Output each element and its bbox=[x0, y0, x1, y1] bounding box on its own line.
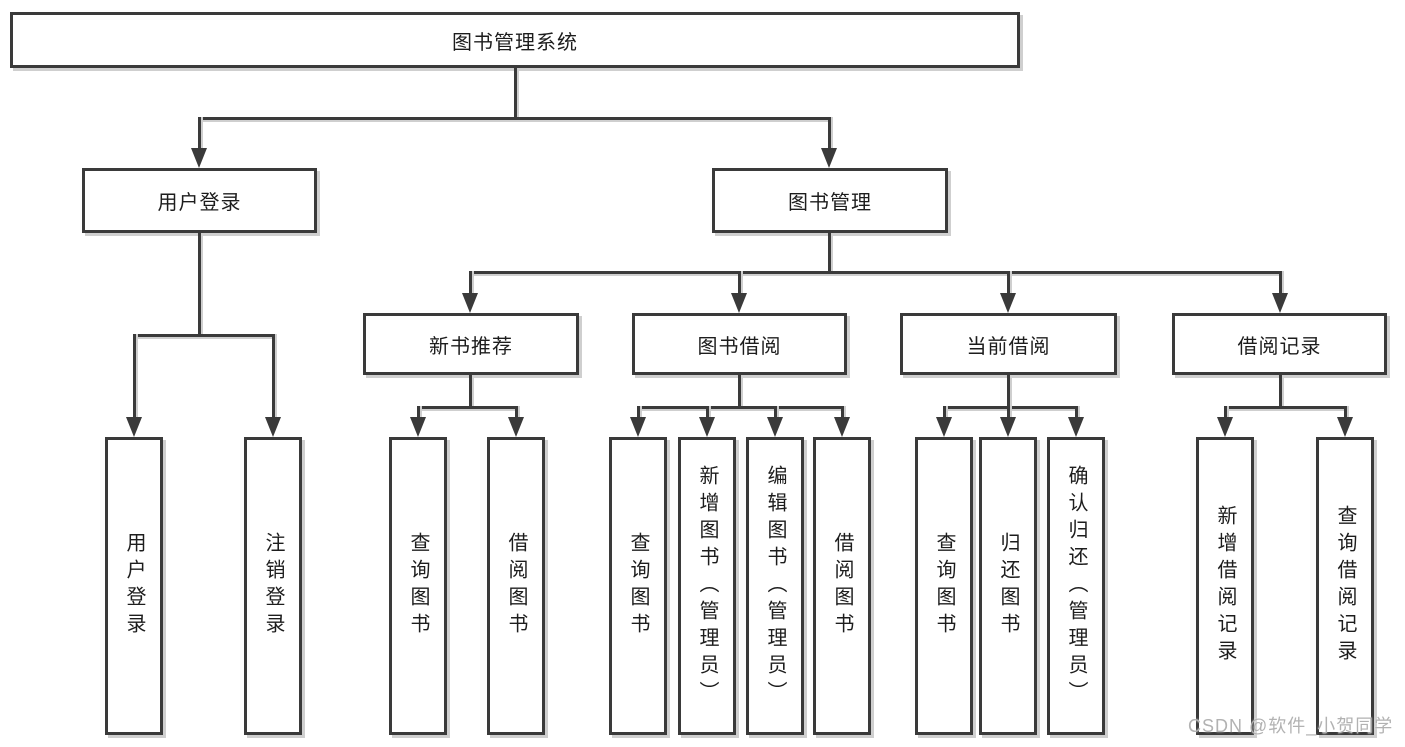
leaf-edit-book-admin: 编辑图书（管理员） bbox=[746, 437, 804, 735]
leaf-query-borrow-record: 查询借阅记录 bbox=[1316, 437, 1374, 735]
node-borrow-records: 借阅记录 bbox=[1172, 313, 1387, 375]
connector-line bbox=[1007, 375, 1010, 408]
connector-line bbox=[198, 117, 201, 151]
arrowhead-down bbox=[1000, 417, 1016, 437]
connector-line bbox=[1279, 375, 1282, 408]
node-book-borrow: 图书借阅 bbox=[632, 313, 847, 375]
leaf-borrow-book-recommend: 借阅图书 bbox=[487, 437, 545, 735]
arrowhead-down bbox=[699, 417, 715, 437]
leaf-add-borrow-record: 新增借阅记录 bbox=[1196, 437, 1254, 735]
connector-line bbox=[841, 406, 844, 420]
arrowhead-down bbox=[410, 417, 426, 437]
connector-line bbox=[1224, 406, 1227, 420]
connector-line bbox=[198, 117, 832, 120]
connector-line bbox=[272, 334, 275, 419]
connector-line bbox=[469, 375, 472, 408]
arrowhead-down bbox=[265, 417, 281, 437]
connector-line bbox=[774, 406, 777, 420]
arrowhead-down bbox=[508, 417, 524, 437]
connector-line bbox=[943, 406, 946, 420]
arrowhead-down bbox=[126, 417, 142, 437]
arrowhead-down bbox=[1000, 293, 1016, 313]
connector-line bbox=[469, 271, 472, 295]
connector-line bbox=[637, 406, 640, 420]
arrowhead-down bbox=[834, 417, 850, 437]
node-root-system: 图书管理系统 bbox=[10, 12, 1020, 68]
node-user-login: 用户登录 bbox=[82, 168, 317, 233]
connector-line bbox=[1075, 406, 1078, 420]
connector-line bbox=[469, 271, 1282, 274]
arrowhead-down bbox=[462, 293, 478, 313]
arrowhead-down bbox=[731, 293, 747, 313]
leaf-query-book-current: 查询图书 bbox=[915, 437, 973, 735]
arrowhead-down bbox=[821, 148, 837, 168]
arrowhead-down bbox=[630, 417, 646, 437]
connector-line bbox=[417, 406, 420, 420]
connector-line bbox=[828, 233, 831, 273]
leaf-borrow-book: 借阅图书 bbox=[813, 437, 871, 735]
arrowhead-down bbox=[1217, 417, 1233, 437]
connector-line bbox=[133, 334, 275, 337]
arrowhead-down bbox=[191, 148, 207, 168]
arrowhead-down bbox=[936, 417, 952, 437]
connector-line bbox=[1007, 406, 1010, 420]
connector-line bbox=[1007, 271, 1010, 295]
leaf-logout: 注销登录 bbox=[244, 437, 302, 735]
connector-line bbox=[1344, 406, 1347, 420]
connector-line bbox=[417, 406, 519, 409]
connector-line bbox=[1279, 271, 1282, 295]
arrowhead-down bbox=[767, 417, 783, 437]
connector-line bbox=[198, 233, 201, 336]
connector-line bbox=[706, 406, 709, 420]
connector-line bbox=[515, 406, 518, 420]
node-new-book-recommend: 新书推荐 bbox=[363, 313, 579, 375]
leaf-query-book: 查询图书 bbox=[609, 437, 667, 735]
arrowhead-down bbox=[1068, 417, 1084, 437]
leaf-user-login: 用户登录 bbox=[105, 437, 163, 735]
leaf-return-book: 归还图书 bbox=[979, 437, 1037, 735]
connector-line bbox=[133, 334, 136, 419]
node-book-management: 图书管理 bbox=[712, 168, 948, 233]
leaf-query-book-recommend: 查询图书 bbox=[389, 437, 447, 735]
arrowhead-down bbox=[1272, 293, 1288, 313]
connector-line bbox=[943, 406, 1079, 409]
connector-line bbox=[637, 406, 845, 409]
connector-line bbox=[738, 375, 741, 408]
connector-line bbox=[828, 117, 831, 151]
leaf-confirm-return-admin: 确认归还（管理员） bbox=[1047, 437, 1105, 735]
node-current-borrow: 当前借阅 bbox=[900, 313, 1117, 375]
csdn-watermark: CSDN @软件_小贺同学 bbox=[1188, 716, 1394, 736]
arrowhead-down bbox=[1337, 417, 1353, 437]
connector-line bbox=[738, 271, 741, 295]
leaf-add-book-admin: 新增图书（管理员） bbox=[678, 437, 736, 735]
connector-line bbox=[1224, 406, 1348, 409]
connector-line bbox=[514, 68, 517, 119]
